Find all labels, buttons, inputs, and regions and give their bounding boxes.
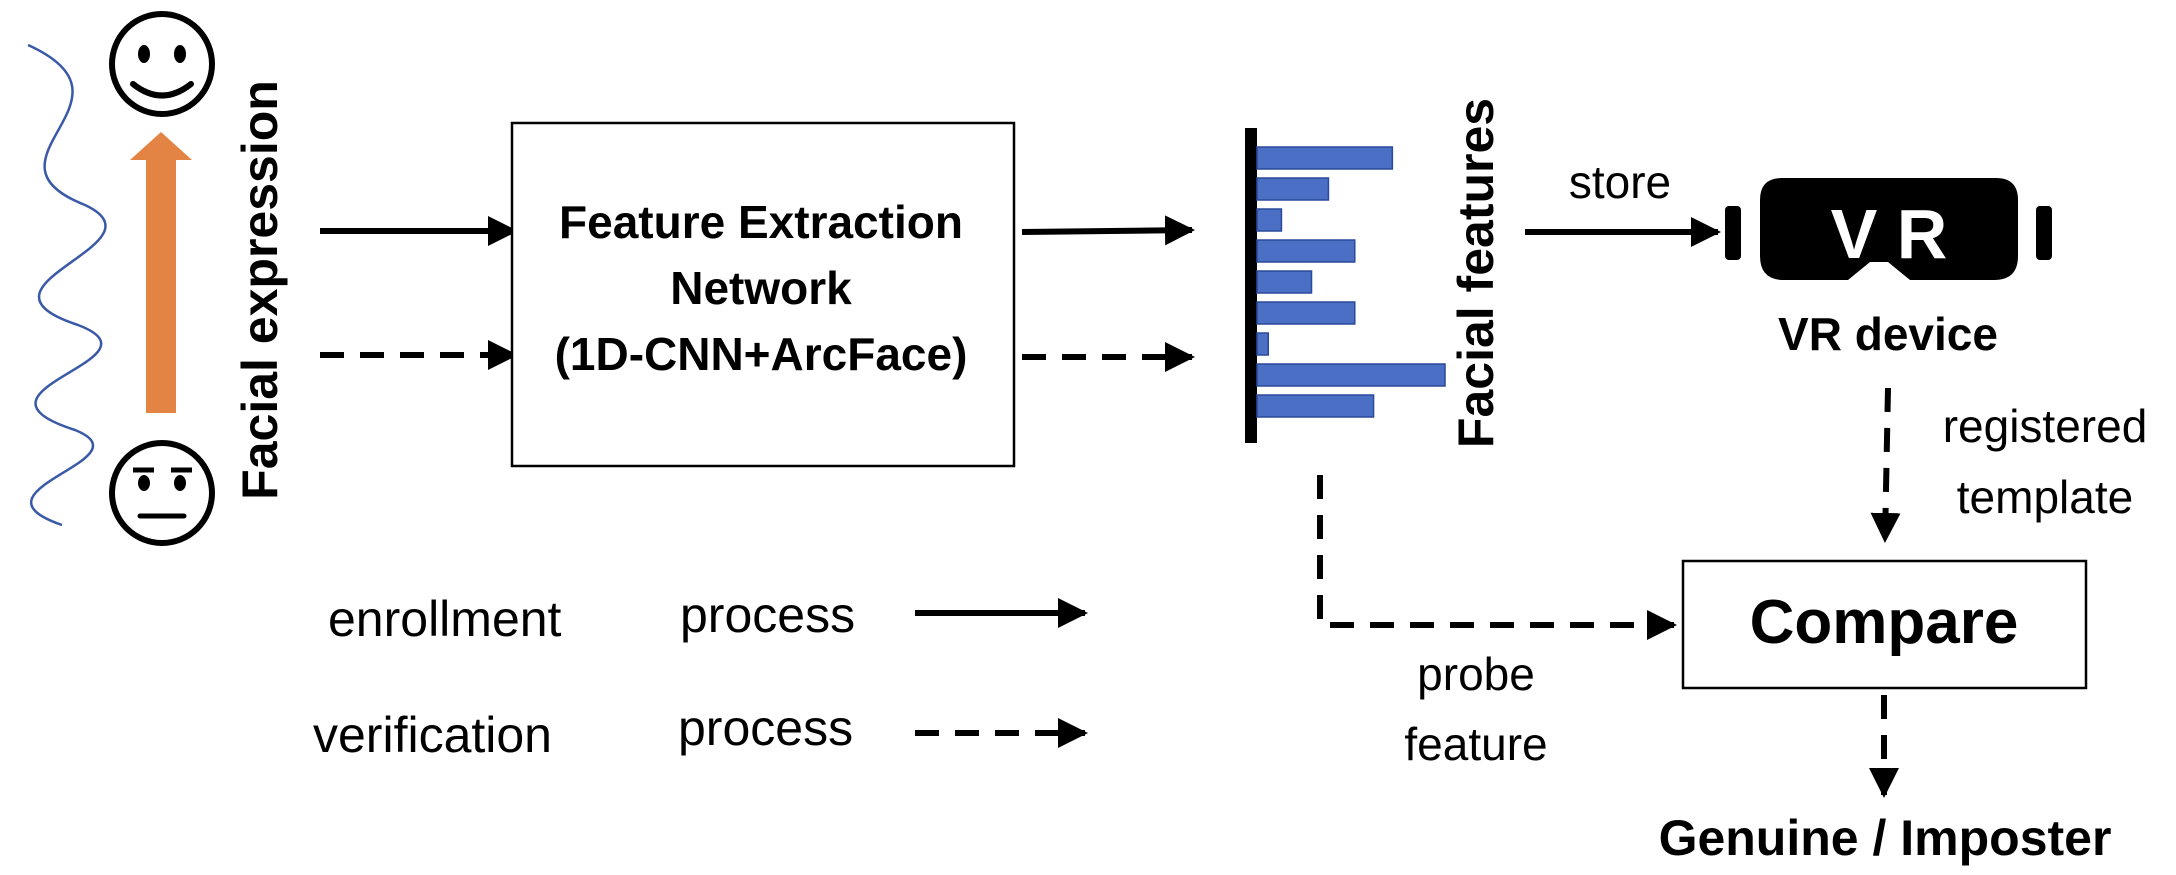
happy-face-icon	[109, 11, 215, 117]
vr-headset-text: V R	[1831, 195, 1948, 273]
enrollment-output-arrow	[1021, 215, 1195, 246]
vr-headset-icon: V R	[1725, 178, 2052, 280]
legend-verification-word: verification	[313, 707, 552, 763]
feature-bar	[1256, 208, 1283, 232]
expression-change-arrow-icon	[130, 132, 192, 413]
features-axis	[1245, 128, 1257, 443]
legend-verification-process: process	[678, 700, 853, 756]
legend-enrollment-process: process	[680, 587, 855, 643]
probe-feature-arrow	[1317, 475, 1677, 640]
network-title-line2: Network	[670, 262, 852, 314]
compare-box	[1681, 559, 2088, 690]
probe-label-line1: probe	[1417, 648, 1535, 700]
registered-label-line1: registered	[1943, 400, 2148, 452]
feature-bar	[1256, 363, 1446, 387]
feature-bar	[1256, 301, 1356, 325]
feature-bar	[1256, 177, 1330, 201]
compare-label: Compare	[1750, 588, 2019, 657]
feature-bar	[1256, 270, 1313, 294]
network-title-line1: Feature Extraction	[559, 196, 963, 248]
neutral-face-icon	[109, 440, 215, 546]
legend: enrollment process verification process	[313, 587, 1088, 763]
legend-enrollment-word: enrollment	[328, 591, 562, 647]
facial-features-label: Facial features	[1448, 98, 1504, 448]
feature-bar	[1256, 146, 1394, 170]
facial-features-chart	[1245, 128, 1446, 443]
store-label: store	[1569, 156, 1671, 208]
registered-label-line2: template	[1957, 471, 2133, 523]
feature-bar	[1256, 239, 1356, 263]
result-label: Genuine / Imposter	[1659, 810, 2112, 866]
facial-expression-label: Facial expression	[232, 80, 288, 500]
probe-label-line2: feature	[1404, 718, 1547, 770]
network-title-line3: (1D-CNN+ArcFace)	[555, 328, 968, 380]
expression-signal-wave	[27, 43, 107, 527]
registered-template-arrow	[1870, 387, 1901, 543]
feature-bar	[1256, 394, 1375, 418]
vr-device-label: VR device	[1778, 308, 1998, 360]
feature-bar	[1256, 332, 1270, 356]
feature-extraction-network-box	[510, 121, 1016, 468]
